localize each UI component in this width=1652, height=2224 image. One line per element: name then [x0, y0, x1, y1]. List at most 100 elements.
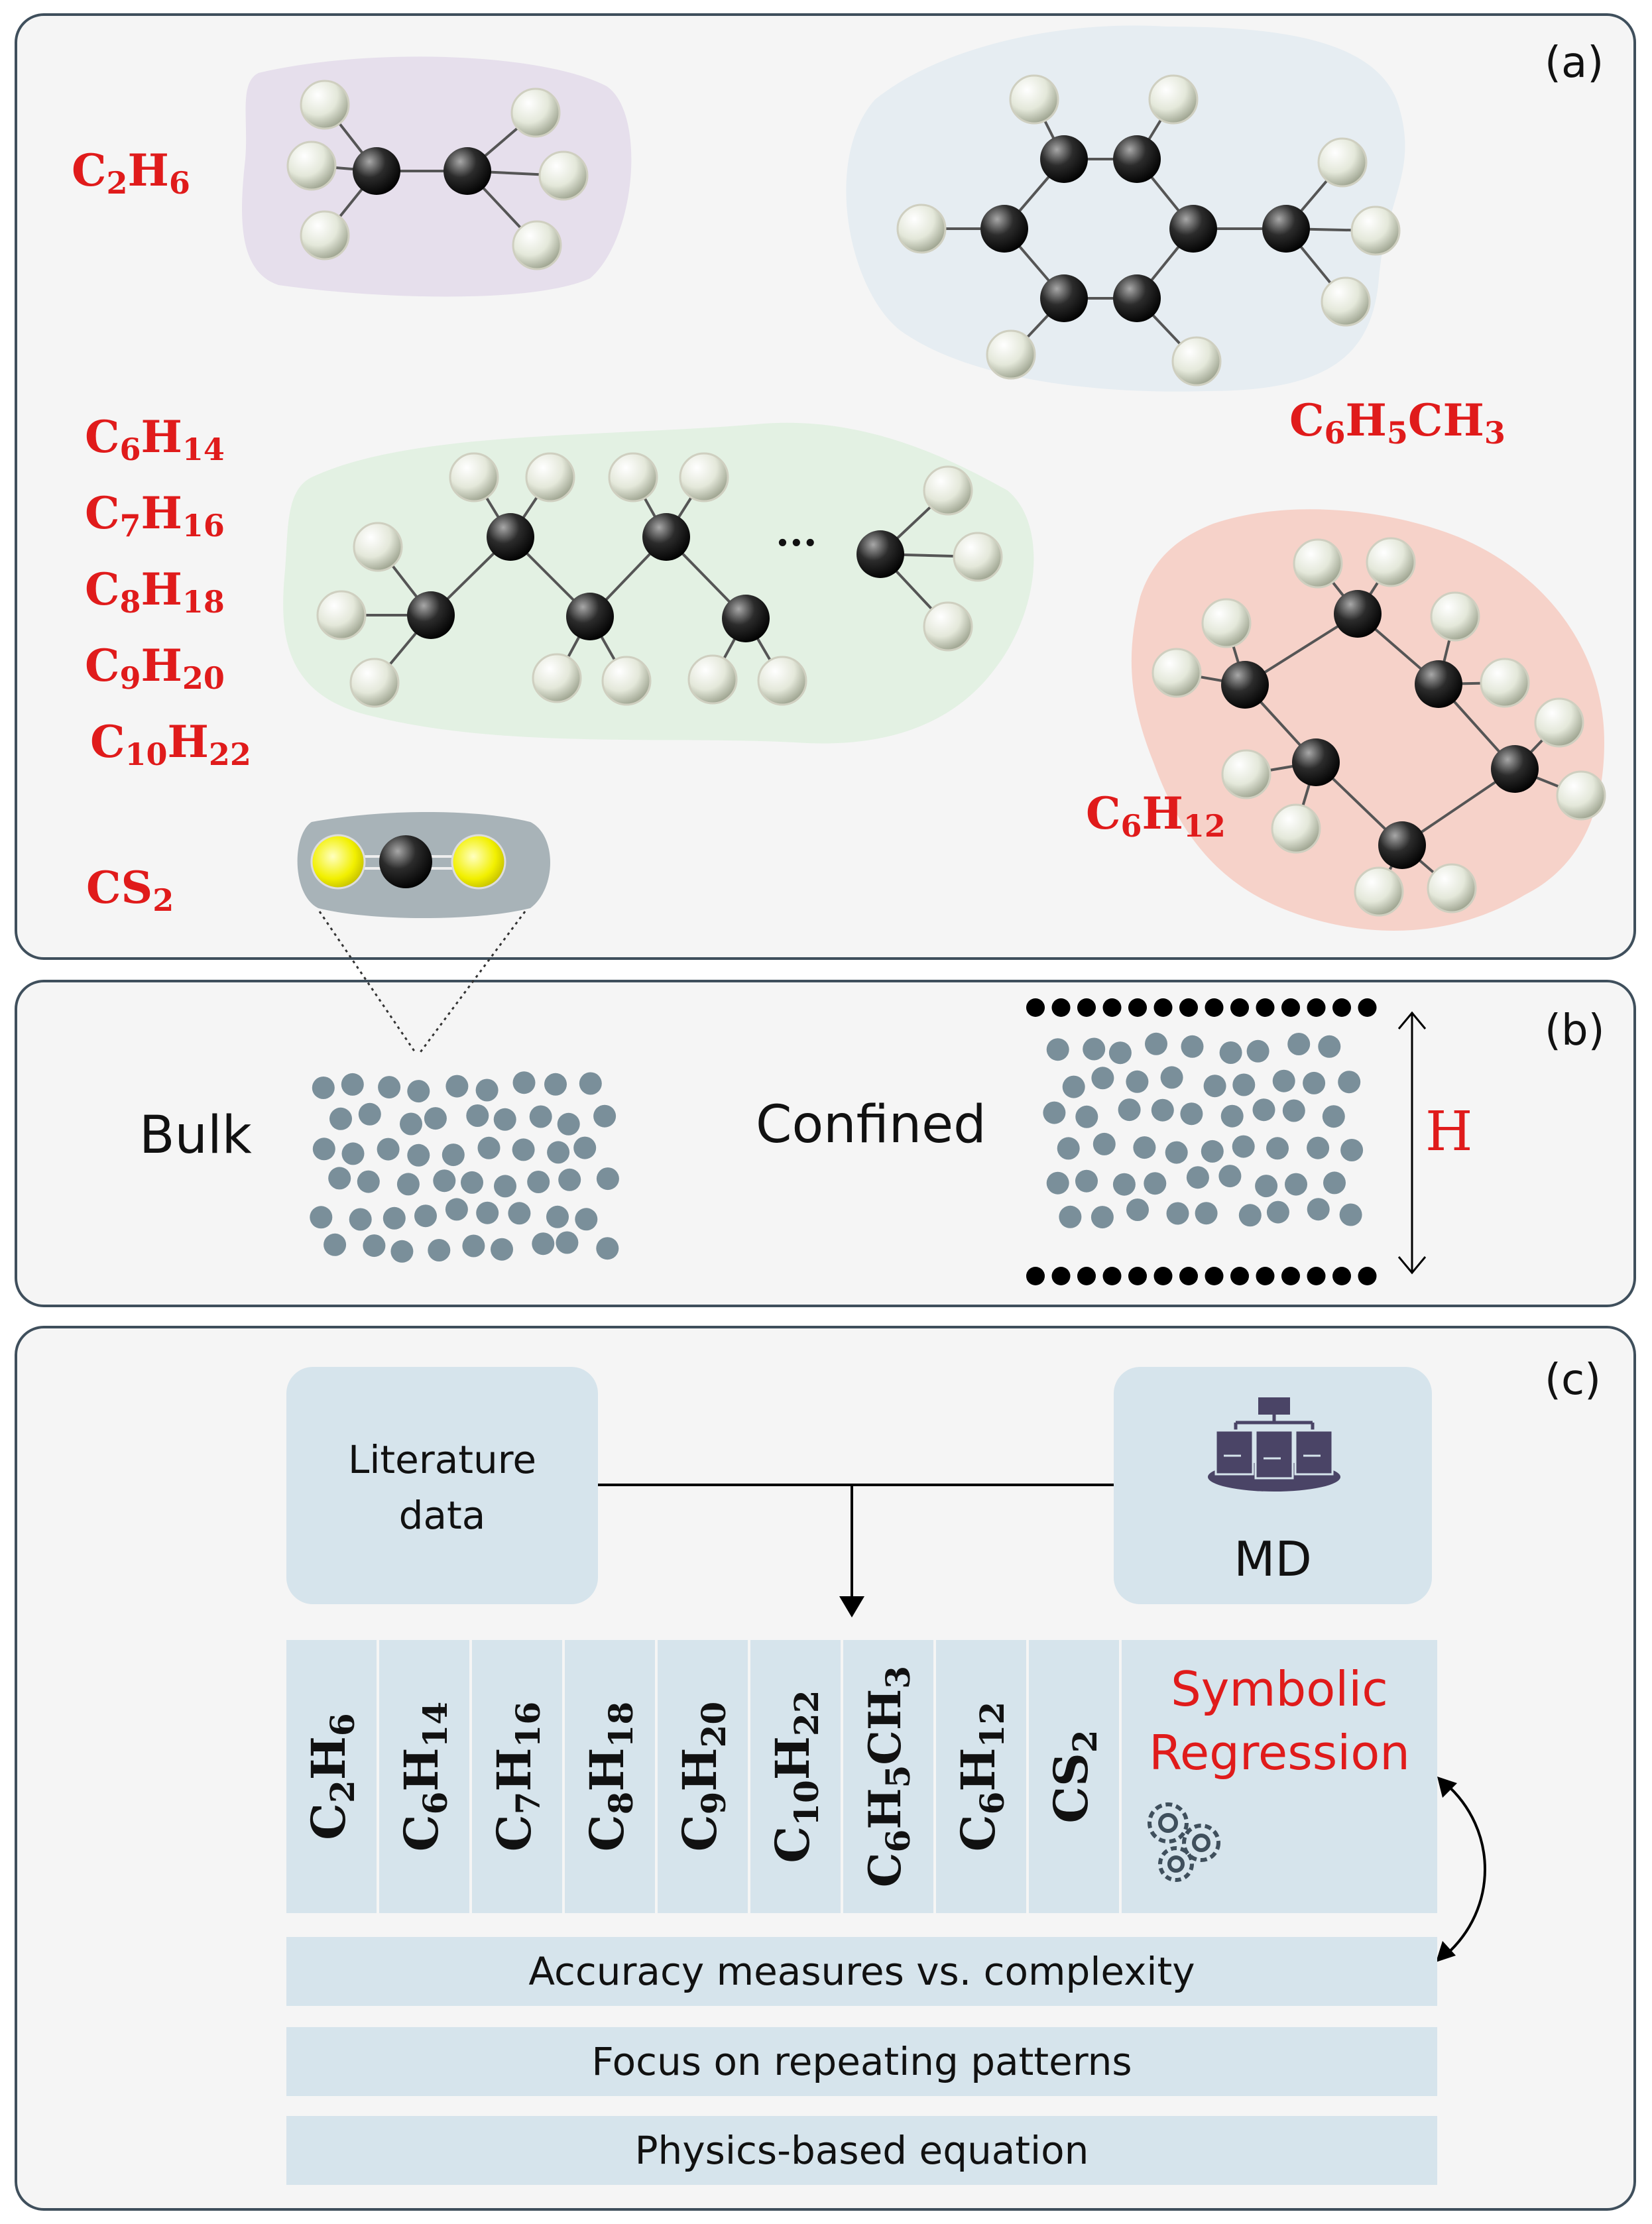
bulk-bead [341, 1073, 364, 1096]
confined-beads [1043, 1032, 1364, 1229]
confined-bead [1195, 1202, 1218, 1225]
confined-bead [1091, 1067, 1114, 1090]
bulk-bead [383, 1206, 406, 1230]
bulk-beads [310, 1071, 619, 1263]
confined-bead [1252, 1098, 1275, 1122]
confined-bead [1180, 1102, 1203, 1126]
panel-label-c: (c) [1545, 1356, 1602, 1405]
bottom-wall-atoms [1026, 1267, 1377, 1285]
bulk-bead [491, 1238, 513, 1261]
panel-b-bulk-vs-confined [15, 980, 1636, 1307]
confined-bead [1075, 1169, 1098, 1193]
confined-bead [1201, 1140, 1224, 1163]
confined-bead [1203, 1075, 1226, 1098]
top-wall-atoms [1026, 998, 1377, 1017]
confined-bead [1144, 1172, 1167, 1195]
wall-atom [1205, 1267, 1224, 1285]
column-decane: C10H22 [750, 1640, 841, 1913]
toluene-blob [846, 25, 1405, 392]
bulk-bead [527, 1171, 550, 1193]
confined-bead [1307, 1136, 1330, 1159]
confined-bead [1340, 1139, 1364, 1161]
bulk-bead [407, 1143, 430, 1167]
confined-bead [1339, 1203, 1362, 1226]
confined-bead [1057, 1137, 1080, 1160]
confined-bead [1322, 1105, 1345, 1128]
bulk-bead [445, 1198, 468, 1221]
bulk-bead [442, 1143, 465, 1167]
wall-atom [1051, 1267, 1071, 1285]
confined-bead [1232, 1135, 1255, 1158]
confined-bead [1075, 1105, 1098, 1128]
formula-ethane: C2H6 [72, 145, 190, 201]
wall-atom [1332, 998, 1351, 1017]
accuracy-vs-complexity-step: Accuracy measures vs. complexity [286, 1937, 1437, 2006]
wall-atom [1256, 1267, 1275, 1285]
bulk-bead [310, 1206, 333, 1229]
bulk-bead [341, 1142, 365, 1165]
bulk-bead [462, 1234, 485, 1258]
symbolic-regression-label: Symbolic Regression [1149, 1661, 1410, 1781]
bulk-bead [357, 1170, 380, 1193]
bulk-bead [556, 1231, 579, 1254]
confined-bead [1232, 1073, 1256, 1096]
formula-alkane-1: C6H14 [85, 411, 225, 467]
formula-cyclohexane: C6H12 [1086, 788, 1226, 844]
bulk-bead [414, 1204, 437, 1228]
confined-bead [1126, 1199, 1149, 1221]
bulk-bead [493, 1108, 516, 1131]
bulk-bead [477, 1136, 501, 1159]
column-heptane: C7H16 [472, 1640, 562, 1913]
confined-bead [1323, 1171, 1346, 1195]
confined-bead [1246, 1039, 1269, 1063]
confined-bead [1166, 1202, 1189, 1225]
confined-bead [1091, 1206, 1114, 1229]
confined-bead [1046, 1171, 1069, 1195]
wall-atom [1179, 998, 1198, 1017]
bulk-bead [378, 1076, 401, 1099]
confined-bead [1220, 1104, 1244, 1128]
confined-bead [1151, 1098, 1174, 1122]
column-nonane: C9H20 [658, 1640, 748, 1913]
gears-icon [1148, 1802, 1220, 1882]
bulk-bead [512, 1071, 536, 1094]
bulk-bead [573, 1136, 597, 1159]
confined-bead [1165, 1141, 1188, 1164]
panel-label-b: (b) [1545, 1006, 1605, 1055]
formula-alkane-4: C9H20 [85, 640, 225, 696]
bulk-bead [377, 1138, 400, 1161]
confined-bead [1145, 1032, 1167, 1055]
confined-bead [1238, 1204, 1262, 1227]
bulk-bead [312, 1077, 335, 1099]
confined-bead [1266, 1137, 1289, 1160]
confined-label: Confined [756, 1095, 986, 1155]
column-cyclohexane: C6H12 [936, 1640, 1026, 1913]
bulk-bead [557, 1112, 580, 1136]
pore-width-label: H [1425, 1100, 1473, 1163]
formula-alkane-5: C10H22 [90, 716, 251, 772]
bulk-bead [596, 1237, 619, 1260]
wall-atom [1358, 1267, 1377, 1285]
confined-bead [1160, 1066, 1183, 1089]
confined-bead [1307, 1198, 1330, 1221]
confined-bead [1059, 1205, 1082, 1228]
wall-atom [1230, 998, 1249, 1017]
formula-carbon-disulfide: CS2 [86, 862, 174, 918]
wall-atom [1281, 1267, 1300, 1285]
column-toluene: C6H5CH3 [843, 1640, 933, 1913]
wall-atom [1230, 1267, 1249, 1285]
wall-atom [1128, 998, 1147, 1017]
bulk-bead [396, 1173, 420, 1196]
bulk-bead [546, 1205, 569, 1228]
bulk-bead [363, 1234, 386, 1258]
confined-bead [1092, 1132, 1116, 1155]
bulk-bead [532, 1232, 555, 1256]
bulk-bead [407, 1080, 430, 1103]
column-octane: C8H18 [565, 1640, 655, 1913]
chain-ellipsis: ... [776, 509, 817, 556]
confined-bead [1046, 1038, 1069, 1061]
literature-data-box [286, 1367, 598, 1604]
wall-atom [1358, 998, 1377, 1017]
bulk-bead [329, 1107, 352, 1130]
bulk-bead [424, 1107, 447, 1130]
